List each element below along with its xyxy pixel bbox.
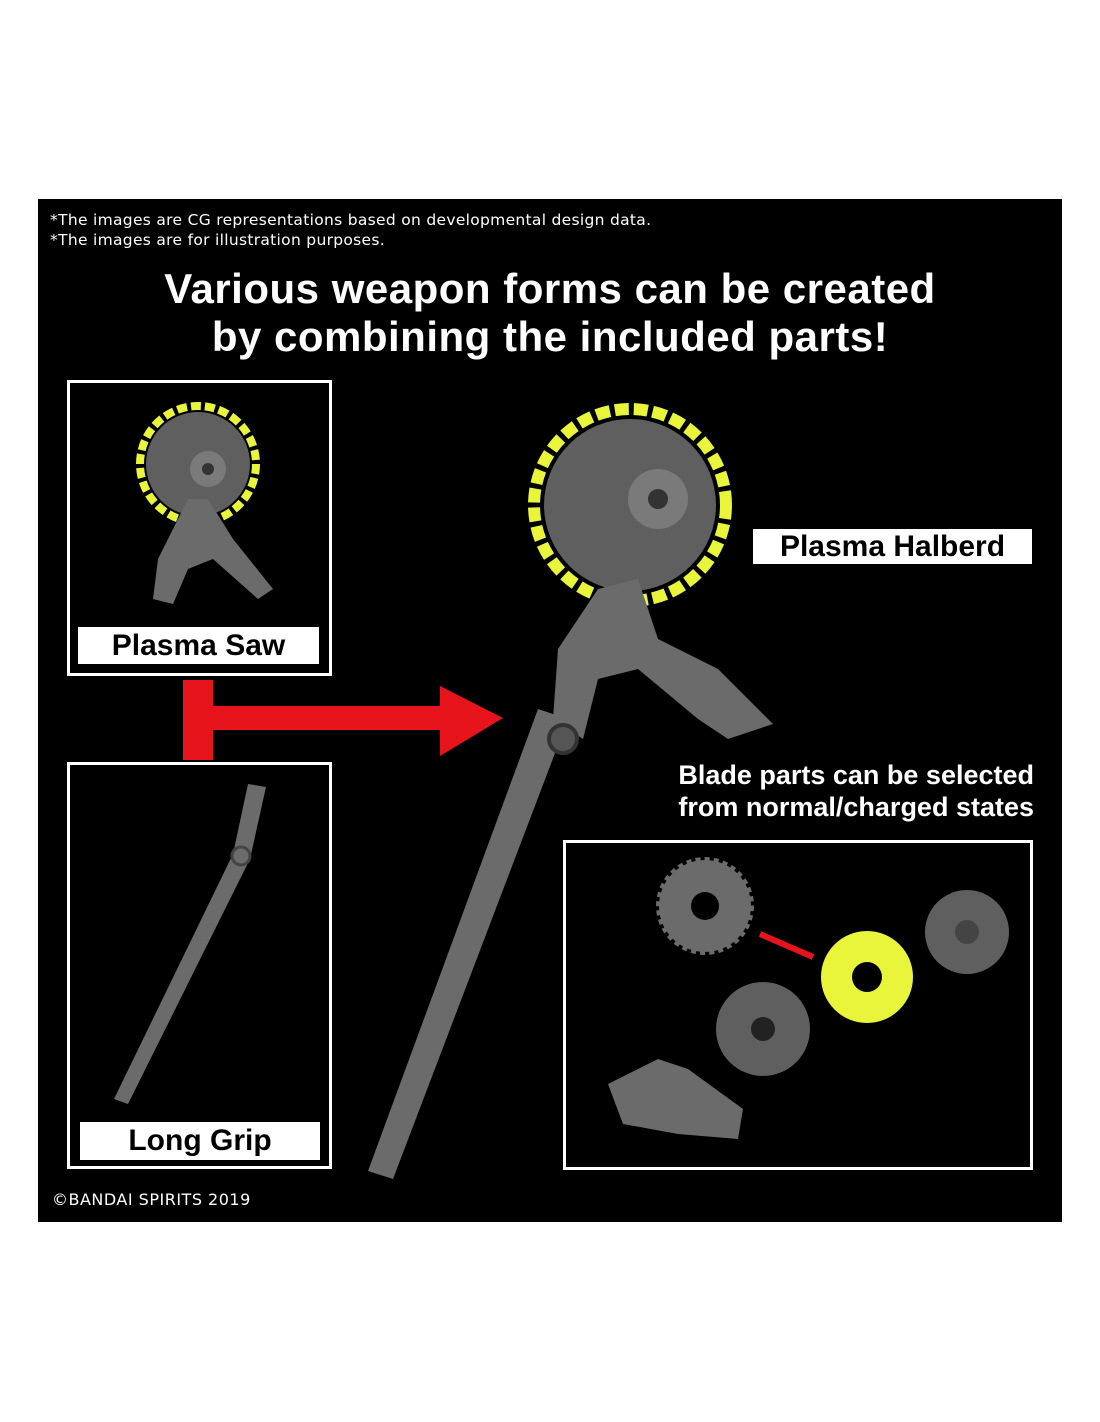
plasma-saw-label: Plasma Saw (78, 627, 319, 664)
plasma-halberd-label: Plasma Halberd (753, 529, 1032, 564)
disclaimer-note-1: *The images are CG representations based… (50, 211, 652, 229)
blade-caption-line-2: from normal/charged states (678, 792, 1034, 822)
combine-arrow (183, 680, 503, 760)
long-grip-label: Long Grip (80, 1122, 320, 1160)
product-panel: *The images are CG representations based… (38, 199, 1062, 1222)
plasma-saw-image (136, 402, 273, 604)
blade-caption: Blade parts can be selected from normal/… (678, 759, 1034, 823)
disclaimer-note-2: *The images are for illustration purpose… (50, 231, 385, 249)
blade-parts-box (563, 840, 1033, 1170)
copyright: ©BANDAI SPIRITS 2019 (52, 1190, 251, 1209)
headline-line-1: Various weapon forms can be created (164, 265, 936, 312)
illustration (114, 402, 1009, 1179)
blade-parts-image (608, 857, 1009, 1139)
long-grip-image (114, 784, 266, 1104)
headline-line-2: by combining the included parts! (211, 313, 889, 360)
headline: Various weapon forms can be created by c… (38, 265, 1062, 361)
blade-caption-line-1: Blade parts can be selected (678, 760, 1034, 790)
long-grip-box (67, 762, 332, 1169)
plasma-saw-box (67, 380, 332, 676)
plasma-halberd-image (368, 403, 773, 1179)
